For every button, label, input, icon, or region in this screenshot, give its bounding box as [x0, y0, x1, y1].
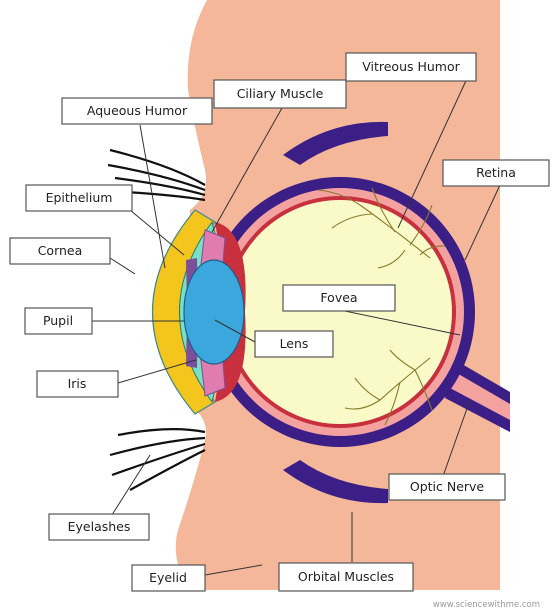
svg-text:Eyelid: Eyelid	[149, 570, 187, 585]
svg-text:Fovea: Fovea	[320, 290, 357, 305]
svg-text:Iris: Iris	[68, 376, 87, 391]
svg-text:Vitreous Humor: Vitreous Humor	[362, 59, 460, 74]
label-optic-nerve: Optic Nerve	[389, 474, 505, 500]
label-cornea: Cornea	[10, 238, 110, 264]
label-fovea: Fovea	[283, 285, 395, 311]
svg-text:Retina: Retina	[476, 165, 516, 180]
label-ciliary-muscle: Ciliary Muscle	[214, 80, 346, 108]
label-retina: Retina	[443, 160, 549, 186]
svg-text:Pupil: Pupil	[43, 313, 73, 328]
svg-text:Orbital Muscles: Orbital Muscles	[298, 569, 394, 584]
svg-text:Cornea: Cornea	[38, 243, 83, 258]
lower-eyelashes	[110, 429, 205, 490]
lens-shape	[184, 260, 244, 364]
svg-text:Lens: Lens	[280, 336, 309, 351]
label-eyelid: Eyelid	[132, 565, 205, 591]
label-vitreous-humor: Vitreous Humor	[346, 53, 476, 81]
label-pupil: Pupil	[25, 308, 92, 334]
svg-text:Optic Nerve: Optic Nerve	[410, 479, 485, 494]
label-epithelium: Epithelium	[26, 185, 132, 211]
svg-text:Epithelium: Epithelium	[46, 190, 113, 205]
label-orbital-muscles: Orbital Muscles	[279, 563, 413, 591]
svg-text:Ciliary Muscle: Ciliary Muscle	[237, 86, 324, 101]
label-lens: Lens	[255, 331, 333, 357]
credit-watermark: www.sciencewithme.com	[433, 600, 540, 610]
label-iris: Iris	[37, 371, 118, 397]
label-aqueous-humor: Aqueous Humor	[62, 98, 212, 124]
svg-text:Aqueous Humor: Aqueous Humor	[87, 103, 188, 118]
label-eyelashes: Eyelashes	[49, 514, 149, 540]
svg-text:Eyelashes: Eyelashes	[68, 519, 131, 534]
